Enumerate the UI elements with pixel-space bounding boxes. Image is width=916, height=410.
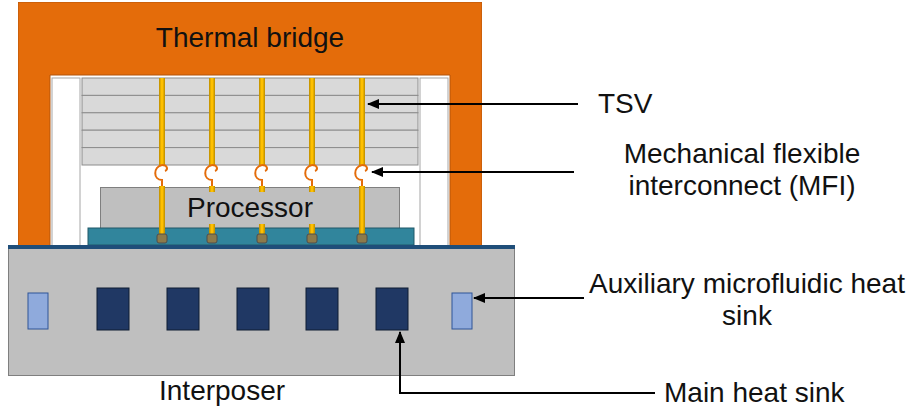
text-holder: Processor <box>101 188 399 228</box>
interposer-top-layer <box>8 245 515 249</box>
memory-layer <box>82 78 418 95</box>
tsv-outline <box>359 186 365 234</box>
callout-label: Auxiliary microfluidic heat sink <box>589 268 905 331</box>
callout-label: Mechanical flexible interconnect (MFI) <box>624 138 861 201</box>
main-heat-sink <box>237 288 269 330</box>
callout-label: TSV <box>598 88 652 119</box>
mfi-hook <box>212 165 217 171</box>
label-holder: Auxiliary microfluidic heat sink <box>586 268 908 332</box>
heat-sink-group <box>28 288 472 330</box>
tsv-outline <box>209 78 215 165</box>
mfi-hook <box>262 165 267 171</box>
text-holder: Thermal bridge <box>18 22 482 54</box>
main-heat-sink <box>97 288 129 330</box>
tsv <box>311 186 314 234</box>
mfi-hook <box>305 165 312 186</box>
leader-line <box>474 297 584 299</box>
solder-bump <box>207 234 217 243</box>
main-heat-sink <box>306 288 338 330</box>
solder-bump <box>257 234 267 243</box>
tsv <box>361 186 364 234</box>
bridge-label: Thermal bridge <box>156 22 344 53</box>
tsv-group <box>155 78 367 243</box>
spacer-column <box>52 78 80 246</box>
tsv <box>261 186 264 234</box>
tsv <box>211 78 214 165</box>
label-holder: TSV <box>598 88 678 120</box>
tsv-outline <box>259 78 265 165</box>
label-holder: Main heat sink <box>664 377 904 409</box>
mfi-hook <box>312 165 317 171</box>
leader-line <box>372 171 574 173</box>
tsv <box>161 78 164 165</box>
memory-layer <box>82 130 418 147</box>
tsv-outline <box>159 186 165 234</box>
leader-line <box>400 332 655 393</box>
processor-box: Processor <box>100 187 400 229</box>
tsv <box>261 78 264 165</box>
solder-bump <box>307 234 317 243</box>
memory-layer <box>82 95 418 112</box>
solder-bump <box>157 234 167 243</box>
bump-layer <box>88 228 414 245</box>
tsv <box>311 78 314 165</box>
tsv-outline <box>309 186 315 234</box>
tsv <box>161 186 164 234</box>
interposer-label: Interposer <box>159 375 285 406</box>
tsv-outline <box>209 186 215 234</box>
auxiliary-heat-sink <box>452 293 472 329</box>
label-holder: Mechanical flexible interconnect (MFI) <box>572 138 912 202</box>
tsv-outline <box>259 186 265 234</box>
leader-line <box>368 103 578 105</box>
text-holder: Interposer <box>159 375 285 407</box>
auxiliary-heat-sink <box>28 293 48 329</box>
main-heat-sink <box>167 288 199 330</box>
tsv <box>361 78 364 165</box>
tsv <box>211 186 214 234</box>
mfi-hook <box>362 165 367 171</box>
memory-stack <box>82 78 418 165</box>
bridge-outline <box>18 2 482 248</box>
processor-label: Processor <box>183 192 317 224</box>
memory-layer <box>82 113 418 130</box>
mfi-hook <box>162 165 167 171</box>
main-heat-sink <box>376 288 408 330</box>
solder-bump <box>357 234 367 243</box>
tsv-outline <box>309 78 315 165</box>
mfi-hook <box>355 165 362 186</box>
mfi-hook <box>255 165 262 186</box>
spacer-column <box>420 78 448 246</box>
thermal-bridge: Thermal bridgeProcessor <box>18 2 482 248</box>
mfi-hook <box>155 165 162 186</box>
tsv-outline <box>159 78 165 165</box>
mfi-hook <box>205 165 212 186</box>
memory-layer <box>82 148 418 165</box>
tsv-outline <box>359 78 365 165</box>
interposer-box: Interposer <box>8 246 515 376</box>
callout-label: Main heat sink <box>664 377 845 408</box>
